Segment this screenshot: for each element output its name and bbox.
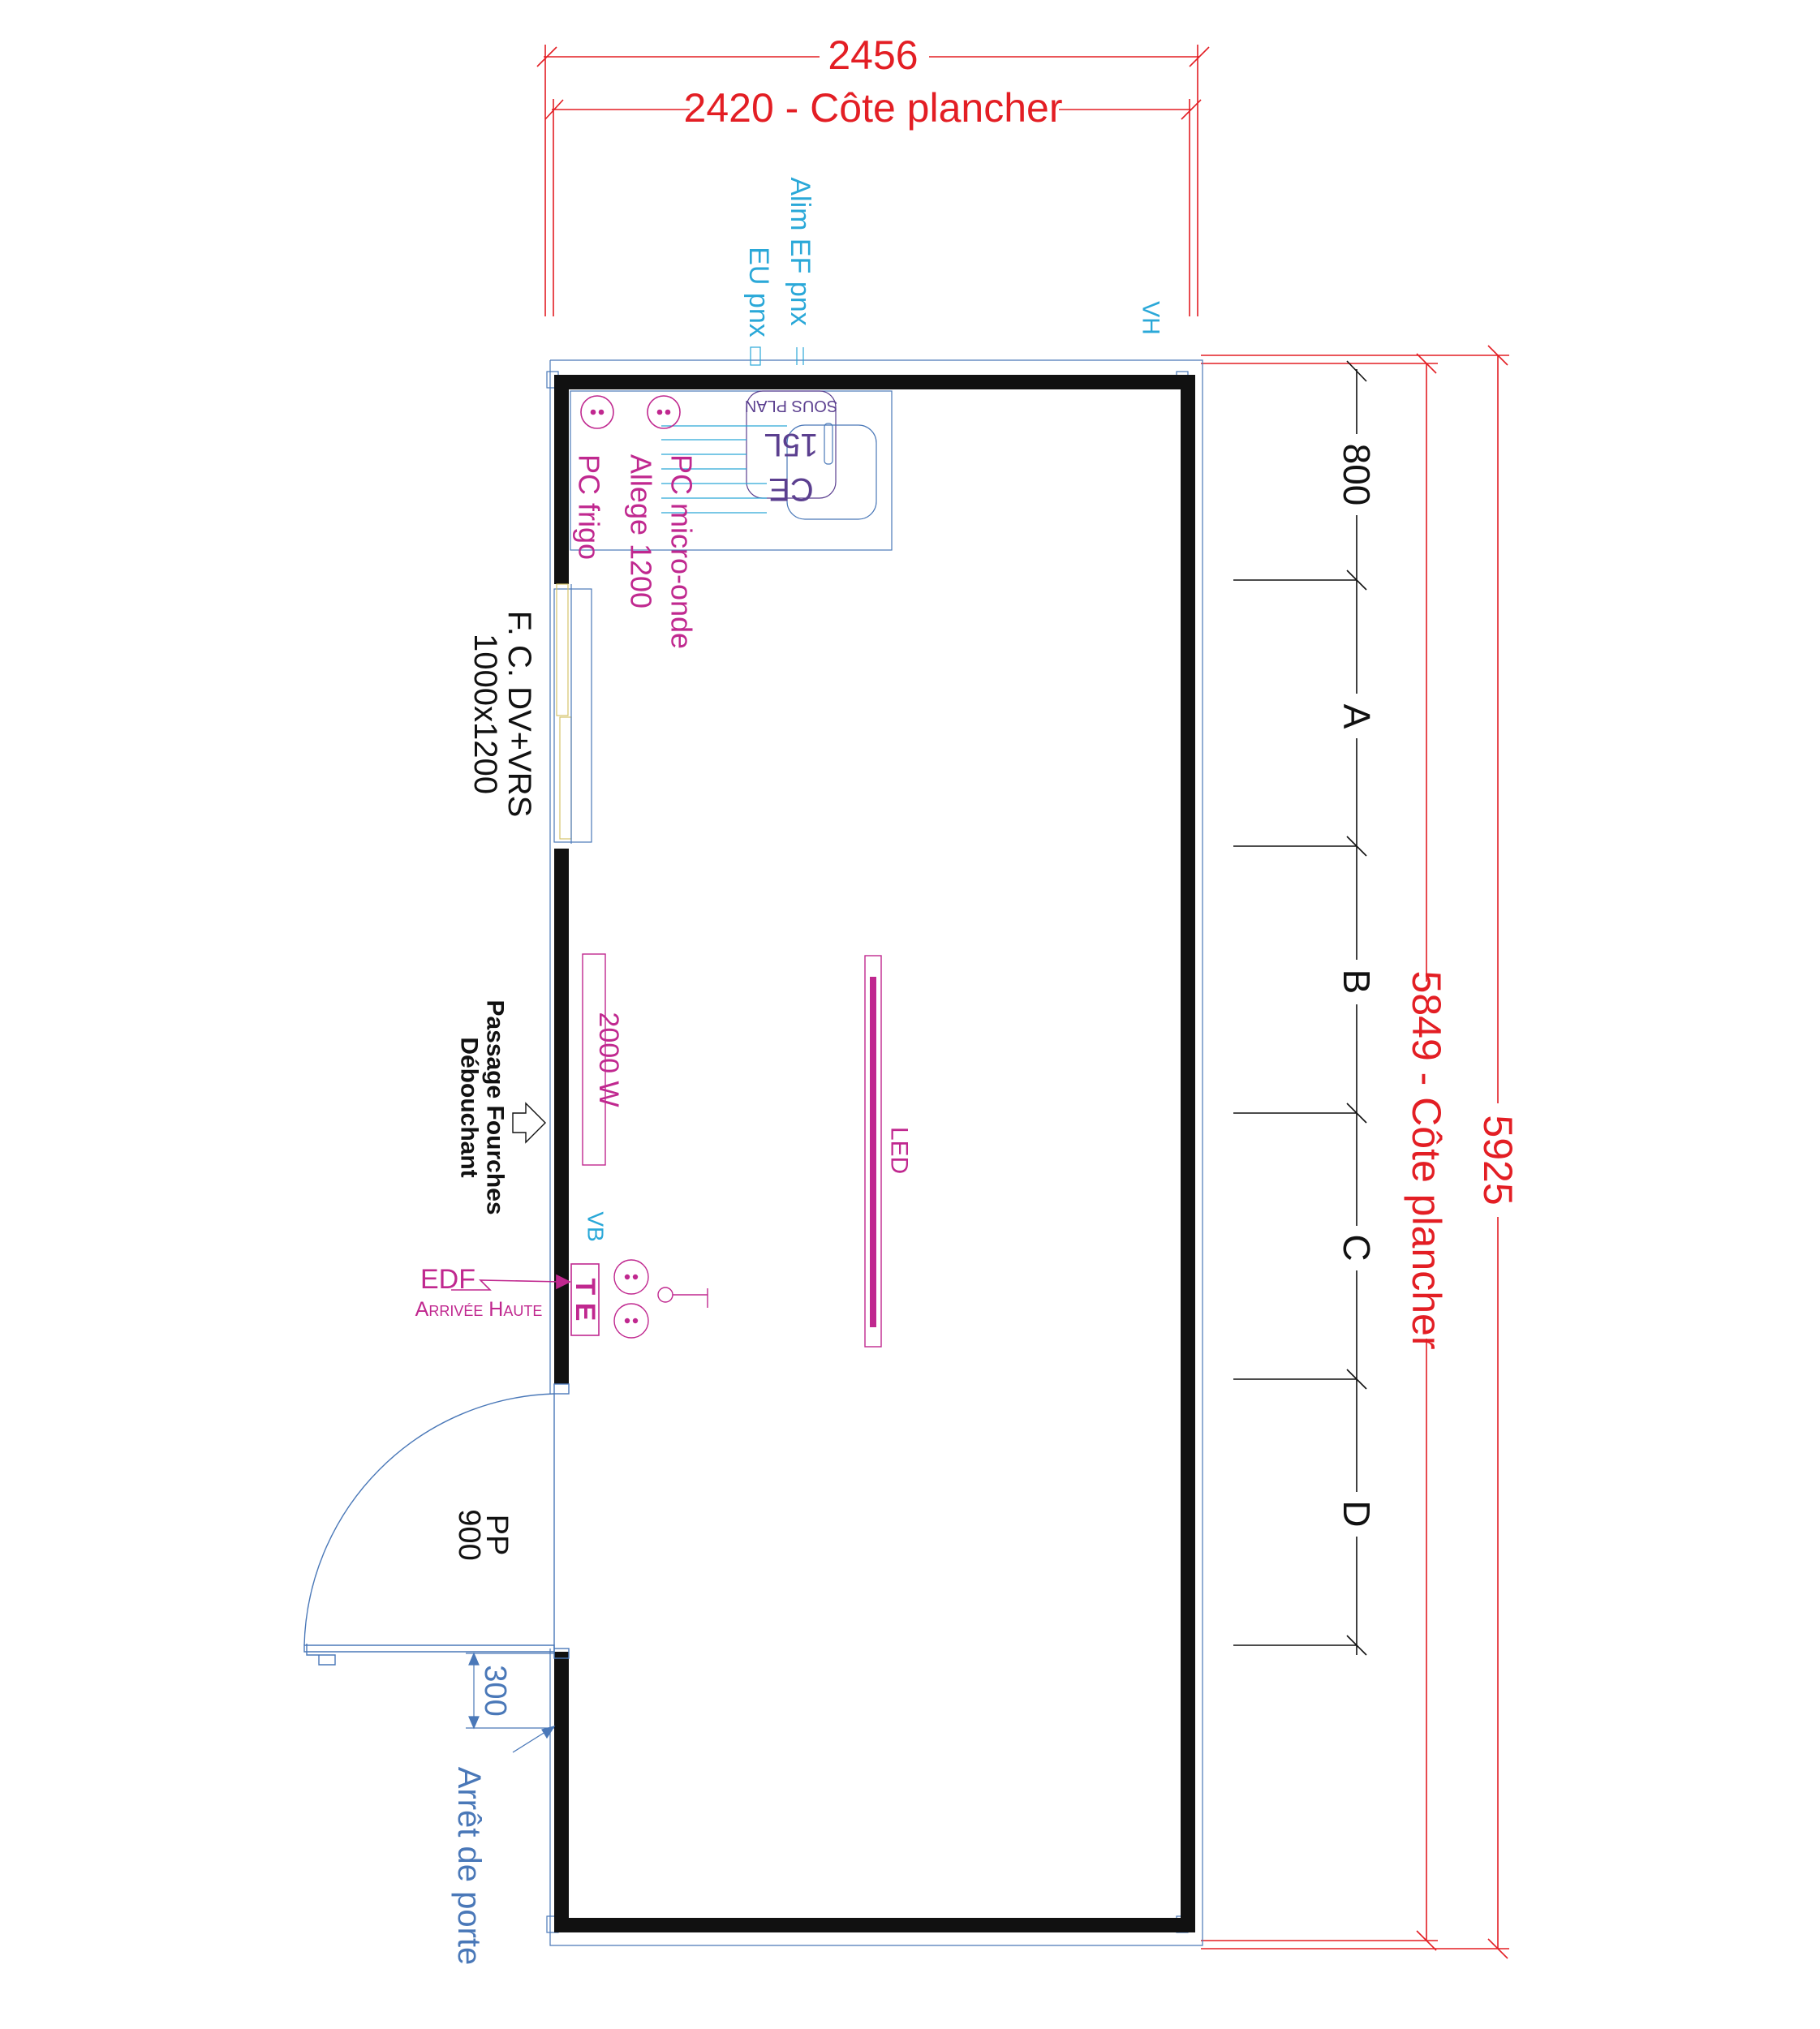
switch-icon (657, 1287, 708, 1308)
panel-c-label-bg (1336, 1226, 1378, 1270)
floor-width-label-bg (690, 84, 1059, 133)
panel-800-label-bg (1332, 434, 1381, 515)
overall-width-dimension: 2456 (828, 32, 918, 78)
vb-label: VB (583, 1211, 609, 1241)
led-bar (870, 977, 876, 1327)
wall-right (1181, 375, 1195, 1932)
overall-length-label-bg (1475, 1103, 1521, 1217)
plumbing-connections (750, 346, 804, 366)
door-label-line2: 900 (452, 1509, 486, 1560)
panel-d-label-bg (1336, 1492, 1378, 1537)
window-label-line1: F. C. DV+VRS (501, 611, 537, 818)
door (303, 1383, 570, 1666)
panel-a-label-bg (1336, 694, 1378, 738)
window-label-line2: 1000x1200 (467, 634, 503, 794)
floor-length-label-bg (1402, 982, 1451, 1339)
forks-label-line2: Débouchant (456, 1037, 483, 1177)
socket-te-bottom (613, 1303, 649, 1339)
worktop (570, 390, 893, 551)
water-heater (746, 390, 837, 499)
panel-a-label: A (1336, 704, 1378, 729)
door-stop-label: Arrêt de porte (451, 1767, 487, 1966)
forks-arrow-icon (512, 1102, 546, 1144)
led-label: LED (886, 1127, 913, 1174)
tap-slot (824, 423, 833, 465)
edf-arrow-icon (451, 1274, 571, 1291)
panel-divisions (1233, 360, 1367, 1656)
window-opening (553, 583, 592, 844)
wall-bottom (554, 1918, 1195, 1932)
pc-frigo-label: PC frigo (573, 454, 606, 560)
wall-left-3 (554, 1652, 569, 1932)
ce-volume-label: 15L (764, 427, 819, 462)
te-panel (570, 1263, 600, 1336)
panel-c-label: C (1336, 1234, 1378, 1261)
ce-label: CE (768, 471, 814, 507)
door-leaf (303, 1644, 555, 1653)
socket-frigo (580, 395, 614, 429)
socket-te-top (613, 1259, 649, 1295)
sink-unit (570, 390, 893, 551)
pc-micro-onde-label: PC micro-onde (665, 454, 699, 649)
door-stop-offset-label: 300 (478, 1665, 512, 1716)
arrivee-label: Arrivée Haute (415, 1298, 543, 1321)
edf-label: EDF (420, 1264, 475, 1295)
overall-length-dimension: 5925 (1475, 1115, 1521, 1205)
heater-label: 2000 W (593, 1012, 624, 1107)
te-label: T E (570, 1279, 600, 1322)
walls (554, 375, 1195, 1932)
wall-left-1 (554, 375, 569, 584)
led-fixture (864, 955, 882, 1348)
sous-plan-label: SOUS PLAN (745, 397, 837, 415)
wall-left-2 (554, 849, 569, 1384)
right-dimensions (1201, 345, 1509, 1959)
eu-label: EU pnx (743, 247, 774, 337)
panel-800-dimension: 800 (1336, 444, 1378, 506)
panel-d-label: D (1336, 1500, 1378, 1527)
door-stop-dimension (466, 1652, 556, 1753)
socket-micro-onde (647, 395, 681, 429)
floor-length-dimension: 5849 - Côte plancher (1404, 971, 1449, 1350)
door-swing-arc (303, 1393, 555, 1646)
vh-label: VH (1138, 301, 1164, 335)
door-label-line1: PP (480, 1515, 514, 1556)
forks-label-line1: Passage Fourches (482, 999, 509, 1214)
allege-label: Allege 1200 (625, 454, 658, 608)
floor-width-dimension: 2420 - Côte plancher (684, 85, 1063, 131)
heater (582, 953, 606, 1166)
overall-width-label-bg (820, 34, 929, 78)
wall-top (554, 375, 1195, 389)
panel-b-label-bg (1336, 960, 1378, 1004)
panel-b-label: B (1336, 969, 1378, 995)
alim-ef-label: Alim EF pnx (785, 177, 815, 325)
